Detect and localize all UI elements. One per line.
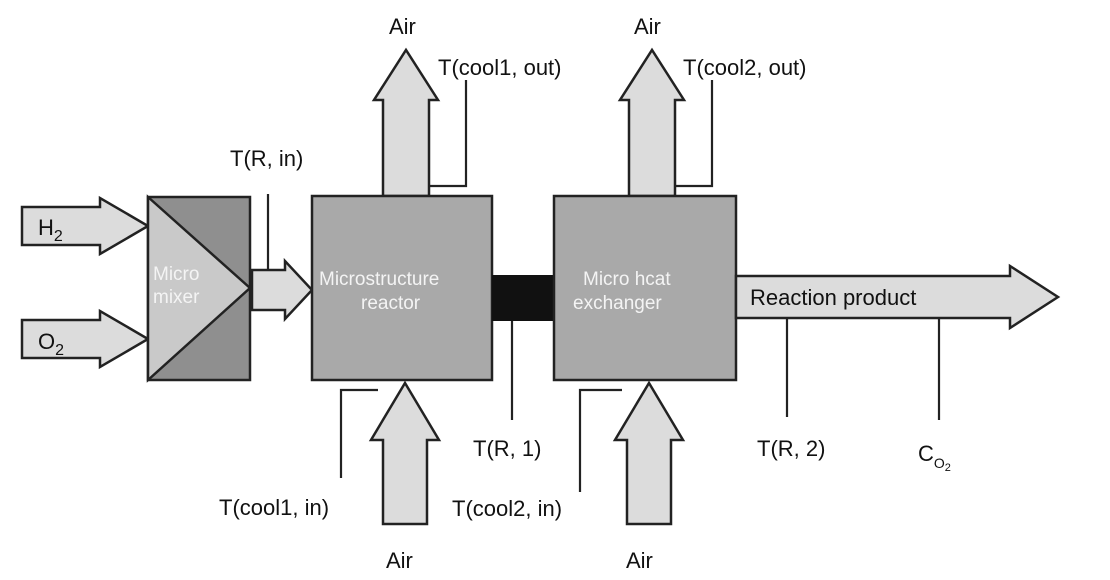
h2-label: H2 xyxy=(38,215,63,245)
t-cool2-in-lead xyxy=(578,388,622,492)
t-cool2-out-lead xyxy=(675,80,714,188)
reaction-product-label: Reaction product xyxy=(750,285,916,310)
t-cool2-out-label: T(cool2, out) xyxy=(683,55,807,80)
exchanger-air-in-arrow xyxy=(612,380,686,526)
exchanger-air-out-arrow xyxy=(617,47,687,198)
microstructure-reactor-block xyxy=(310,194,494,382)
reactor-label-2: reactor xyxy=(361,293,421,314)
micro-mixer-label-2: mixer xyxy=(153,287,200,308)
exchanger-label-1: Micro hcat xyxy=(583,269,671,290)
o2-label: O2 xyxy=(38,329,64,359)
h2-inlet-arrow xyxy=(20,195,151,257)
o2-inlet-arrow xyxy=(20,308,151,370)
t-cool2-in-label: T(cool2, in) xyxy=(452,496,562,521)
t-cool1-out-label: T(cool1, out) xyxy=(438,55,562,80)
mixer-to-reactor-arrow xyxy=(250,257,314,323)
t-cool1-in-lead xyxy=(339,388,378,478)
c-o2-label: CO2 xyxy=(918,441,951,474)
t-r-in-label: T(R, in) xyxy=(230,146,303,171)
reactor-air-top-label: Air xyxy=(389,14,416,39)
t-r-2-label: T(R, 2) xyxy=(757,436,825,461)
t-cool1-out-lead xyxy=(429,80,468,188)
exchanger-air-bottom-label: Air xyxy=(626,548,653,573)
reactor-air-out-arrow xyxy=(371,47,441,198)
reactor-exchanger-connector xyxy=(492,275,554,321)
exchanger-label-2: exchanger xyxy=(573,293,662,314)
reactor-air-in-arrow xyxy=(368,380,442,526)
micro-mixer-triangle xyxy=(146,194,252,383)
micro-heat-exchanger-block xyxy=(552,194,738,382)
t-cool1-in-label: T(cool1, in) xyxy=(219,495,329,520)
exchanger-air-top-label: Air xyxy=(634,14,661,39)
reaction-product-arrow xyxy=(734,263,1061,331)
reactor-label-1: Microstructure xyxy=(319,269,439,290)
t-r-1-label: T(R, 1) xyxy=(473,436,541,461)
reactor-air-bottom-label: Air xyxy=(386,548,413,573)
micro-mixer-label-1: Micro xyxy=(153,264,199,285)
